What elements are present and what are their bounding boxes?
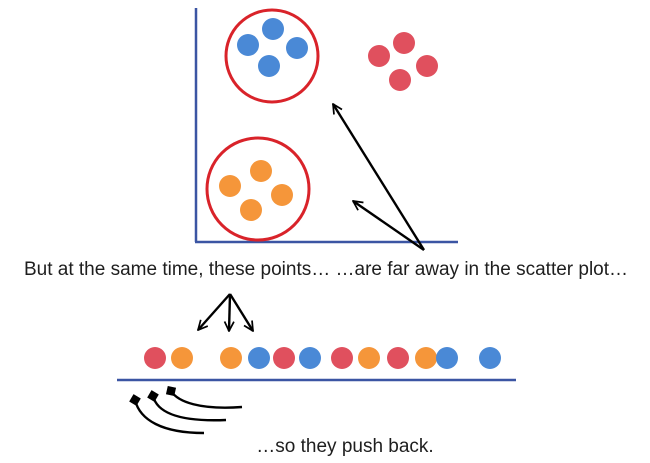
push-back-curve-outer bbox=[129, 394, 205, 435]
scatter-point-orange bbox=[271, 184, 293, 206]
scatter-point-orange bbox=[250, 160, 272, 182]
number-line-arrows bbox=[198, 293, 253, 331]
scatter-point-red bbox=[393, 32, 415, 54]
highlight-rings bbox=[205, 8, 320, 242]
number-line-point-orange bbox=[220, 347, 242, 369]
number-line-point-blue bbox=[479, 347, 501, 369]
scatter-point-blue bbox=[286, 37, 308, 59]
number-line-point-orange bbox=[171, 347, 193, 369]
arrow-down-right bbox=[228, 293, 253, 331]
arrow-down-middle bbox=[229, 293, 230, 331]
scatter-point-blue bbox=[237, 34, 259, 56]
number-line-point-blue bbox=[248, 347, 270, 369]
number-line-point-blue bbox=[436, 347, 458, 369]
number-line-point-orange bbox=[415, 347, 437, 369]
scatter-point-red bbox=[368, 45, 390, 67]
scatter-point-blue bbox=[258, 55, 280, 77]
scatter-plot-axes bbox=[194, 8, 458, 244]
scatter-points bbox=[219, 18, 438, 221]
number-line-points bbox=[144, 347, 501, 369]
arrow-to-orange-cluster bbox=[353, 201, 425, 251]
caption-middle: But at the same time, these points… …are… bbox=[23, 259, 629, 280]
push-back-curve-middle bbox=[147, 390, 227, 422]
scatter-point-orange bbox=[240, 199, 262, 221]
caption-bottom: …so they push back. bbox=[256, 436, 434, 457]
number-line-point-red bbox=[387, 347, 409, 369]
arrow-to-blue-cluster bbox=[333, 104, 426, 251]
highlight-ring-blue-cluster bbox=[224, 8, 320, 104]
push-back-curve-inner bbox=[165, 385, 243, 409]
number-line-point-red bbox=[273, 347, 295, 369]
scatter-point-red bbox=[416, 55, 438, 77]
number-line-point-blue bbox=[299, 347, 321, 369]
highlight-ring-orange-cluster bbox=[205, 136, 311, 242]
push-back-curves bbox=[129, 385, 243, 435]
number-line-point-red bbox=[331, 347, 353, 369]
number-line-point-orange bbox=[358, 347, 380, 369]
arrow-down-left bbox=[198, 293, 231, 330]
scatter-point-blue bbox=[262, 18, 284, 40]
scatter-point-red bbox=[389, 69, 411, 91]
number-line-point-red bbox=[144, 347, 166, 369]
scatter-arrows bbox=[333, 104, 426, 251]
scatter-point-orange bbox=[219, 175, 241, 197]
